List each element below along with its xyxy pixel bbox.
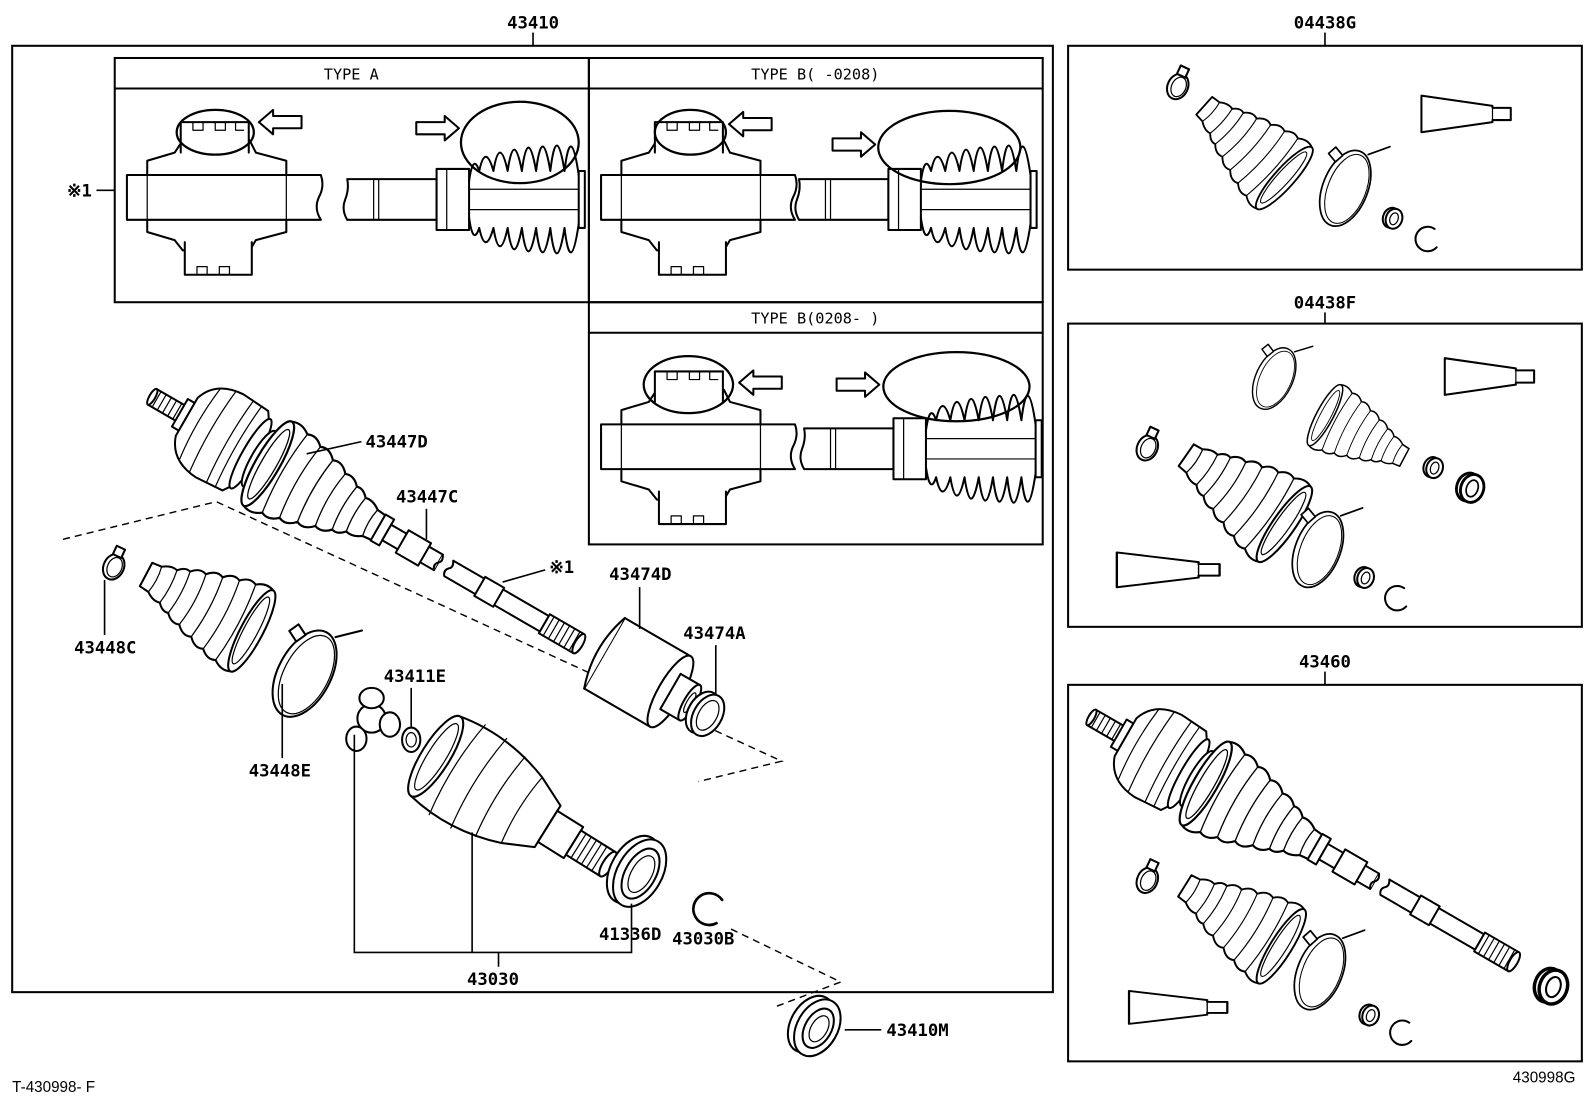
type-a-boot-detail bbox=[342, 144, 586, 255]
kit-g-snap-ring bbox=[1414, 225, 1438, 253]
type-b-new-boot-highlight bbox=[882, 350, 1031, 423]
assy-small-ring bbox=[1355, 1001, 1383, 1029]
label-04438F: 04438F bbox=[1294, 293, 1356, 313]
kit-f-snap-ring bbox=[1384, 584, 1408, 612]
kit-g-small-clamp bbox=[1161, 62, 1197, 104]
type-b-old-housing-arrow-icon bbox=[727, 110, 773, 138]
frame-04438G bbox=[1067, 44, 1583, 271]
label-43460: 43460 bbox=[1299, 653, 1351, 673]
kit-f-cone-upper bbox=[1443, 357, 1536, 396]
label-43447D: 43447D bbox=[366, 433, 428, 453]
label-43030: 43030 bbox=[467, 970, 519, 990]
label-41336D: 41336D bbox=[599, 925, 661, 945]
type-b-new-housing-detail bbox=[600, 370, 798, 526]
type-b-new-housing-highlight bbox=[642, 355, 735, 415]
label-43474D: 43474D bbox=[609, 565, 671, 585]
snap-ring-43411E bbox=[401, 726, 422, 754]
assy-end-ring bbox=[1527, 962, 1575, 1010]
assy-cone bbox=[1127, 989, 1229, 1026]
kit-outline-dashed bbox=[62, 500, 784, 783]
type-b-old-boot-highlight bbox=[877, 109, 1022, 186]
kit-f-boot-outer bbox=[1158, 415, 1322, 571]
label-43410: 43410 bbox=[507, 13, 559, 33]
type-a-boot-arrow-icon bbox=[415, 114, 460, 142]
type-b-new-title: TYPE B(0208- ) bbox=[751, 310, 879, 328]
kit-f-ring-a bbox=[1419, 453, 1447, 482]
label-43410M: 43410M bbox=[886, 1021, 948, 1041]
type-b-old-boot-detail bbox=[794, 144, 1038, 255]
label-43447C: 43447C bbox=[396, 488, 458, 508]
label-43448C: 43448C bbox=[74, 638, 136, 658]
kit-f-ring-b bbox=[1451, 468, 1490, 508]
seal-43410M bbox=[786, 994, 842, 1058]
type-b-old-housing-highlight bbox=[653, 108, 728, 156]
outer-joint-43030 bbox=[407, 714, 618, 878]
type-b-new-boot-detail bbox=[799, 393, 1043, 504]
footer-right-code: 430998G bbox=[1513, 1070, 1576, 1087]
note-ref-box: ※1 bbox=[67, 181, 92, 201]
frame-04438F bbox=[1067, 322, 1583, 628]
frame-43460 bbox=[1067, 683, 1583, 1063]
damper-43474D bbox=[583, 617, 703, 729]
bracket-43030 bbox=[353, 734, 633, 967]
boot-43448C bbox=[122, 531, 285, 679]
type-b-old-housing-detail bbox=[600, 121, 798, 276]
type-b-old-boot-arrow-icon bbox=[831, 131, 877, 158]
kit-f-clamp-band-upper bbox=[1238, 326, 1314, 418]
label-43030B: 43030B bbox=[672, 929, 734, 949]
kit-g-clamp-band bbox=[1303, 125, 1391, 236]
kit-g-cone bbox=[1420, 94, 1512, 134]
type-b-new-boot-arrow-icon bbox=[835, 371, 881, 398]
type-a-housing-highlight bbox=[175, 108, 255, 156]
ring-43474A bbox=[684, 690, 726, 738]
leader-note-ref-shaft bbox=[502, 569, 546, 583]
seal-41336D bbox=[605, 834, 668, 908]
label-04438G: 04438G bbox=[1294, 13, 1356, 33]
label-43411E: 43411E bbox=[384, 667, 446, 687]
type-a-boot-highlight bbox=[459, 100, 580, 185]
type-a-title: TYPE A bbox=[324, 65, 379, 83]
assy-boot bbox=[1160, 846, 1316, 992]
snap-ring-43030B bbox=[687, 887, 727, 930]
frame-43410 bbox=[11, 44, 1054, 994]
kit-f-cone-lower bbox=[1115, 551, 1221, 589]
kit-f-small-ring bbox=[1350, 563, 1378, 592]
leader-43447D bbox=[306, 440, 362, 455]
kit-g-boot bbox=[1174, 73, 1322, 218]
kit-f-boot-inner bbox=[1300, 379, 1422, 490]
type-b-new-housing-arrow-icon bbox=[738, 369, 783, 396]
assy-small-clamp bbox=[1131, 856, 1167, 898]
small-clamp-part bbox=[97, 543, 133, 585]
note-ref-shaft: ※1 bbox=[549, 558, 574, 578]
type-a-housing-detail bbox=[125, 121, 324, 276]
type-a-housing-arrow-icon bbox=[257, 108, 303, 136]
assy-snap-ring bbox=[1389, 1019, 1413, 1046]
type-b-old-title: TYPE B( -0208) bbox=[751, 65, 879, 83]
label-43474A: 43474A bbox=[683, 624, 746, 644]
kit-f-small-clamp bbox=[1131, 423, 1167, 466]
tripod-joint bbox=[345, 686, 402, 753]
kit-g-small-ring bbox=[1379, 204, 1407, 233]
label-43448E: 43448E bbox=[249, 761, 311, 781]
footer-left-code: T-430998- F bbox=[12, 1079, 95, 1096]
leader-43410M-dashed bbox=[730, 928, 843, 1009]
